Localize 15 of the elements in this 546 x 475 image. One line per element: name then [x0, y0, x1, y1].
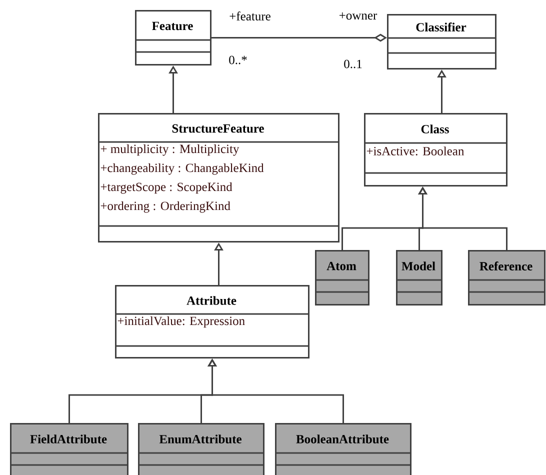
class-box: FieldAttribute [10, 423, 128, 475]
role-name: +feature [230, 12, 270, 20]
class-box: Attribute +initialValue: Expression [115, 285, 310, 358]
class-box: Atom [315, 250, 370, 306]
multiplicity: 0..* [229, 56, 247, 64]
class-box: EnumAttribute [138, 423, 264, 475]
class-box: Feature [135, 10, 212, 66]
class-box: Reference [468, 250, 546, 306]
class-box: Class +isActive: Boolean [364, 113, 508, 186]
class-box: Classifier [387, 14, 496, 70]
class-box: StructureFeature + multiplicity : Multiplicity +changeability : ChangableKind +targetScope : ScopeKind +ordering : OrderingKind [98, 113, 340, 242]
class-box: Model [396, 250, 442, 306]
multiplicity: 0..1 [344, 60, 362, 68]
role-name: +owner [340, 12, 378, 20]
class-box: BooleanAttribute [275, 423, 412, 475]
